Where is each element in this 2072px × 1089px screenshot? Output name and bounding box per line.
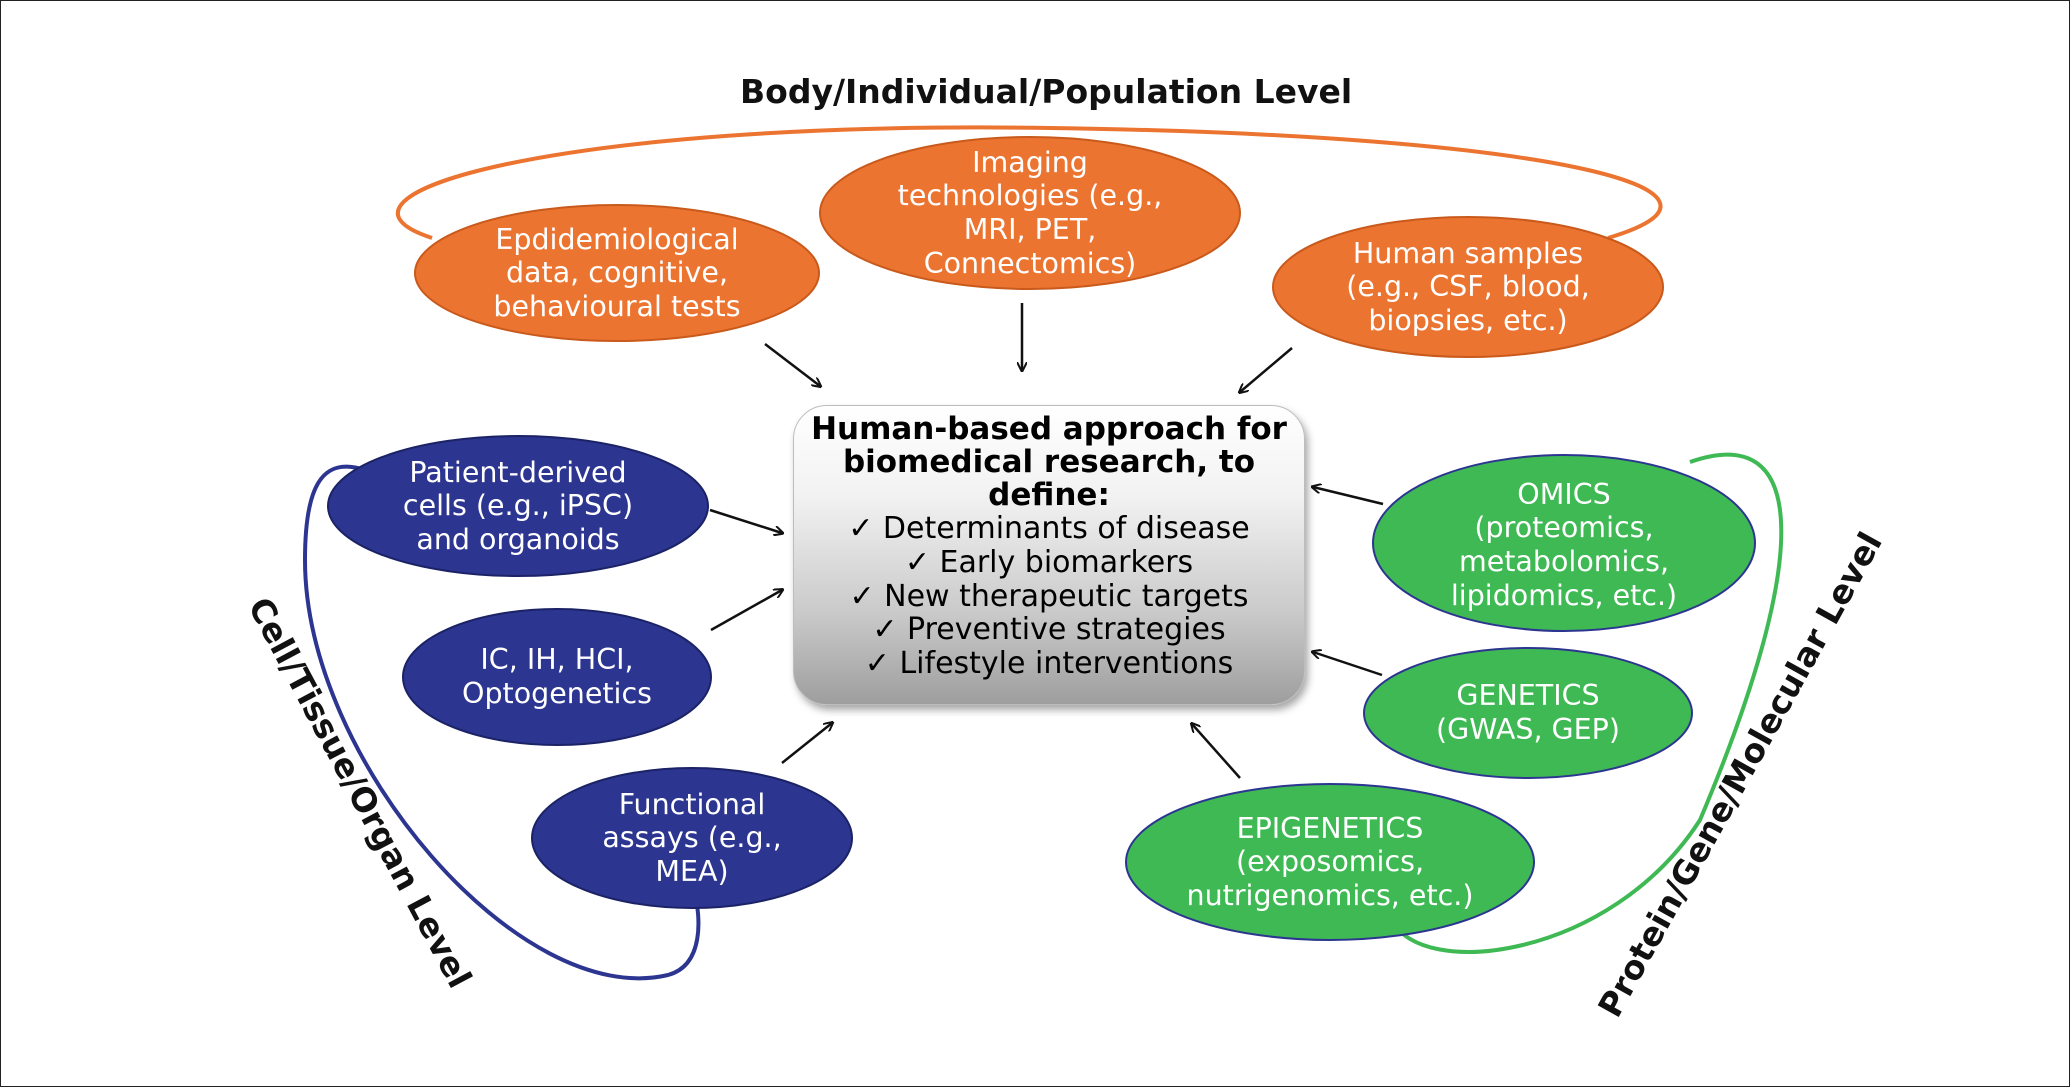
node-label-line: nutrigenomics, etc.) <box>1186 878 1474 912</box>
imaging-technologies-label: Imaging technologies (e.g., MRI, PET, Co… <box>830 137 1230 289</box>
node-label-line: Imaging <box>972 145 1088 179</box>
center-title-line: Human-based approach for <box>811 411 1287 447</box>
arrow-functional-assays-to-center <box>781 723 832 764</box>
ic-ih-hci-optogenetics-label: IC, IH, HCI, Optogenetics <box>413 609 701 745</box>
checklist-item: ✓ Determinants of disease <box>848 511 1250 547</box>
genetics-label: GENETICS (GWAS, GEP) <box>1374 648 1682 778</box>
node-label-line: lipidomics, etc.) <box>1450 578 1678 612</box>
patient-derived-cells-node <box>327 435 709 577</box>
center-checklist: ✓ Determinants of disease ✓ Early biomar… <box>793 512 1305 680</box>
epigenetics-node <box>1125 783 1535 941</box>
node-label-line: (GWAS, GEP) <box>1436 713 1620 746</box>
node-label-line: metabolomics, <box>1458 545 1670 578</box>
arrow-epidemiological-to-center <box>764 343 820 386</box>
epidemiological-data-label: Epdidemiological data, cognitive, behavi… <box>425 205 809 341</box>
molecular-level-loop <box>1390 452 1784 954</box>
checklist-item: ✓ Early biomarkers <box>904 545 1194 581</box>
node-label-line: technologies (e.g., <box>897 179 1163 213</box>
node-label-line: (e.g., CSF, blood, <box>1346 270 1590 304</box>
node-label-line: GENETICS <box>1456 679 1600 713</box>
node-label-line: cells (e.g., iPSC) <box>402 489 634 523</box>
node-label-line: Functional <box>618 787 766 821</box>
epidemiological-data-node <box>414 204 820 342</box>
genetics-node <box>1363 647 1693 779</box>
node-label-line: Patient-derived <box>409 455 627 489</box>
epigenetics-label: EPIGENETICS (exposomics, nutrigenomics, … <box>1136 784 1524 940</box>
center-box <box>793 405 1305 705</box>
population-level-label: Body/Individual/Population Level <box>740 72 1353 111</box>
arrow-ic-ih-to-center <box>710 590 782 632</box>
human-samples-label: Human samples (e.g., CSF, blood, biopsie… <box>1283 217 1653 357</box>
node-label-line: OMICS <box>1517 477 1611 511</box>
node-label-line: Human samples <box>1352 236 1584 270</box>
patient-derived-cells-label: Patient-derived cells (e.g., iPSC) and o… <box>338 436 698 576</box>
checklist-item: ✓ Lifestyle interventions <box>864 645 1234 681</box>
node-label-line: data, cognitive, <box>505 256 729 290</box>
arrow-omics-to-center <box>1313 487 1384 506</box>
checklist-item: ✓ Preventive strategies <box>872 612 1226 648</box>
node-label-line: (exposomics, <box>1235 845 1425 879</box>
node-label-line: behavioural tests <box>493 289 741 323</box>
node-label-line: IC, IH, HCI, <box>480 643 634 677</box>
arrow-epigenetics-to-center <box>1192 724 1241 779</box>
ic-ih-hci-optogenetics-node <box>402 608 712 746</box>
human-samples-node <box>1272 216 1664 358</box>
imaging-technologies-node <box>819 136 1241 290</box>
center-title: Human-based approach for biomedical rese… <box>793 411 1305 514</box>
cell-level-loop <box>302 464 701 981</box>
omics-node <box>1372 454 1756 632</box>
center-title-line: biomedical research, to <box>842 444 1256 481</box>
node-label-line: (proteomics, <box>1474 511 1654 545</box>
node-label-line: and organoids <box>416 522 620 556</box>
node-label-line: Optogenetics <box>462 677 652 710</box>
population-level-loop <box>395 125 1663 240</box>
functional-assays-node <box>531 767 853 909</box>
node-label-line: Connectomics) <box>923 246 1137 280</box>
arrow-samples-to-center <box>1240 347 1293 392</box>
arrow-patient-cells-to-center <box>709 508 782 533</box>
center-title-line: define: <box>988 477 1110 514</box>
omics-label: OMICS (proteomics, metabolomics, lipidom… <box>1383 457 1745 633</box>
node-label-line: EPIGENETICS <box>1236 811 1424 845</box>
node-label-line: assays (e.g., <box>602 821 782 855</box>
node-label-line: Epdidemiological <box>495 222 739 256</box>
node-label-line: MEA) <box>655 854 729 888</box>
center-content: Human-based approach for biomedical rese… <box>793 411 1305 680</box>
node-label-line: MRI, PET, <box>963 213 1097 246</box>
functional-assays-label: Functional assays (e.g., MEA) <box>542 768 842 908</box>
node-label-line: biopsies, etc.) <box>1368 303 1568 337</box>
arrow-genetics-to-center <box>1313 652 1383 677</box>
checklist-item: ✓ New therapeutic targets <box>849 578 1249 614</box>
